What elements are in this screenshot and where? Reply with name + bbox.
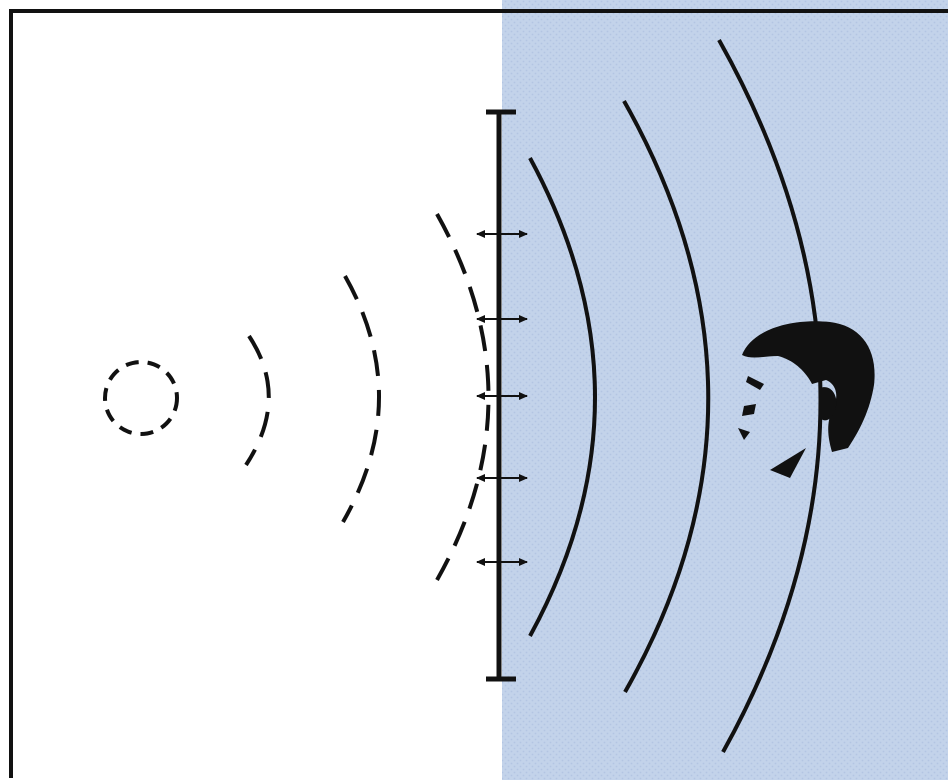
receiving-room-panel [502,0,948,780]
source-room-panel [0,0,502,780]
